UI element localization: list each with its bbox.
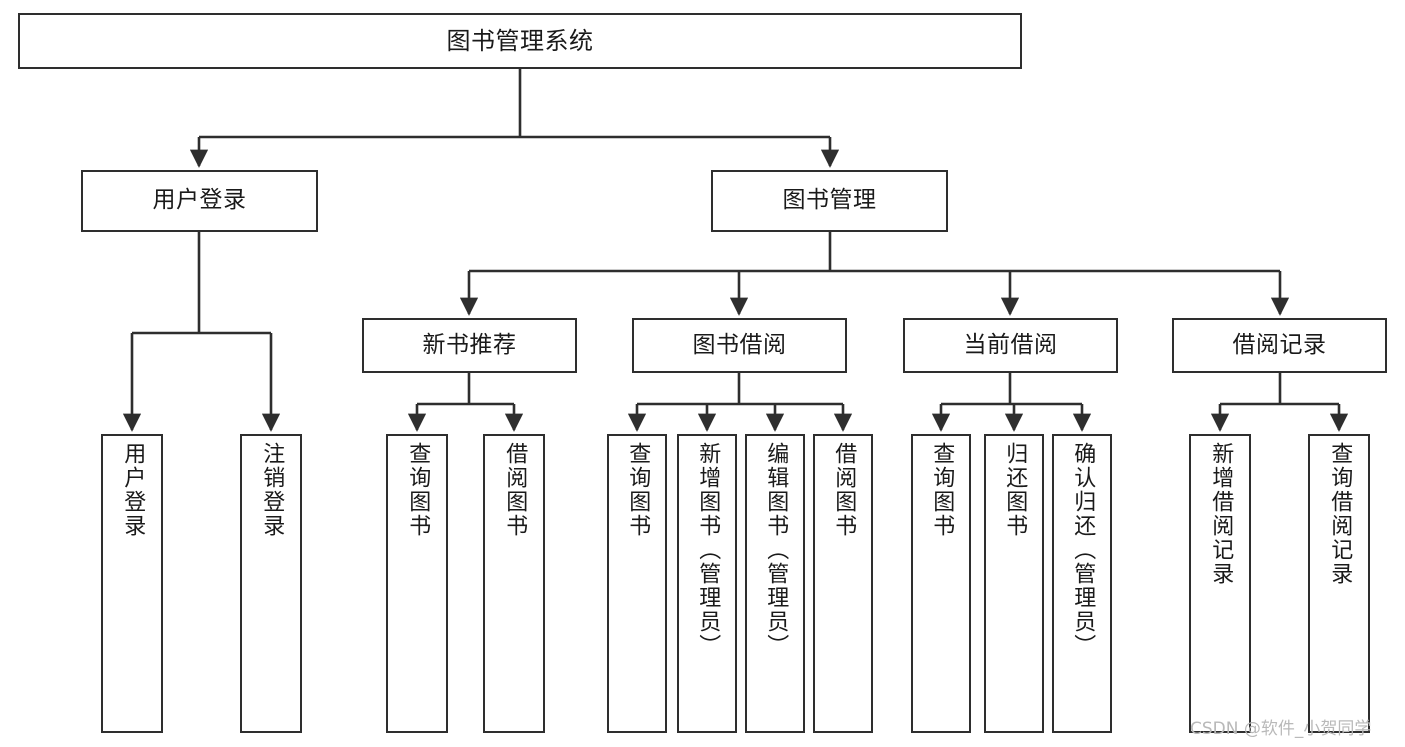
node-leaf-user-logout-label: 注销登录 xyxy=(259,442,285,538)
node-leaf-add-book[interactable]: 新增图书（管理员） xyxy=(677,434,737,733)
node-leaf-user-login-label: 用户登录 xyxy=(120,442,146,538)
node-user-login-label: 用户登录 xyxy=(152,187,247,214)
node-leaf-user-login[interactable]: 用户登录 xyxy=(101,434,163,733)
node-leaf-edit-book-label: 编辑图书（管理员） xyxy=(763,442,789,658)
node-new-book-rec[interactable]: 新书推荐 xyxy=(362,318,577,373)
node-leaf-query-record[interactable]: 查询借阅记录 xyxy=(1308,434,1370,733)
node-leaf-confirm-return-label: 确认归还（管理员） xyxy=(1070,442,1096,658)
node-leaf-confirm-return[interactable]: 确认归还（管理员） xyxy=(1052,434,1112,733)
node-book-borrow-label: 图书借阅 xyxy=(692,331,787,358)
node-current-borrow[interactable]: 当前借阅 xyxy=(903,318,1118,373)
node-leaf-user-logout[interactable]: 注销登录 xyxy=(240,434,302,733)
node-leaf-borrow-book-1[interactable]: 借阅图书 xyxy=(483,434,545,733)
node-leaf-query-book-3[interactable]: 查询图书 xyxy=(911,434,971,733)
node-leaf-borrow-book-2-label: 借阅图书 xyxy=(831,442,857,538)
node-leaf-query-record-label: 查询借阅记录 xyxy=(1327,442,1353,586)
node-new-book-rec-label: 新书推荐 xyxy=(422,331,517,358)
node-borrow-record[interactable]: 借阅记录 xyxy=(1172,318,1387,373)
node-leaf-return-book[interactable]: 归还图书 xyxy=(984,434,1044,733)
node-user-login[interactable]: 用户登录 xyxy=(81,170,318,232)
node-leaf-query-book-3-label: 查询图书 xyxy=(929,442,955,538)
node-borrow-record-label: 借阅记录 xyxy=(1232,331,1327,358)
watermark: CSDN @软件_小贺同学 xyxy=(1190,719,1372,739)
node-book-borrow[interactable]: 图书借阅 xyxy=(632,318,847,373)
node-leaf-add-record[interactable]: 新增借阅记录 xyxy=(1189,434,1251,733)
node-current-borrow-label: 当前借阅 xyxy=(963,331,1058,358)
node-leaf-return-book-label: 归还图书 xyxy=(1002,442,1028,538)
node-leaf-query-book-1-label: 查询图书 xyxy=(405,442,431,538)
node-root-label: 图书管理系统 xyxy=(446,26,594,55)
node-leaf-borrow-book-1-label: 借阅图书 xyxy=(502,442,528,538)
node-book-manage[interactable]: 图书管理 xyxy=(711,170,948,232)
node-leaf-borrow-book-2[interactable]: 借阅图书 xyxy=(813,434,873,733)
node-leaf-query-book-2-label: 查询图书 xyxy=(625,442,651,538)
node-book-manage-label: 图书管理 xyxy=(782,187,877,214)
node-root[interactable]: 图书管理系统 xyxy=(18,13,1022,69)
node-leaf-query-book-2[interactable]: 查询图书 xyxy=(607,434,667,733)
node-leaf-add-book-label: 新增图书（管理员） xyxy=(695,442,721,658)
node-leaf-query-book-1[interactable]: 查询图书 xyxy=(386,434,448,733)
node-leaf-add-record-label: 新增借阅记录 xyxy=(1208,442,1234,586)
node-leaf-edit-book[interactable]: 编辑图书（管理员） xyxy=(745,434,805,733)
